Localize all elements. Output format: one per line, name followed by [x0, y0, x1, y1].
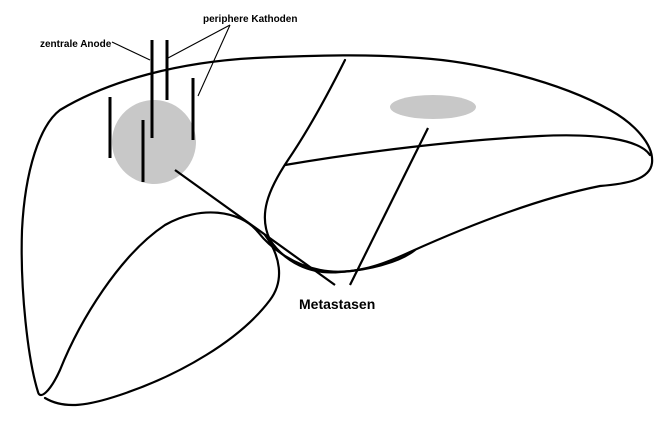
liver-outline	[20, 54, 654, 397]
metastasis-right	[390, 95, 476, 119]
left-lobe-contour	[43, 233, 281, 407]
metastasis-left	[112, 100, 196, 184]
falciform-line	[263, 58, 417, 274]
leader-metastasis-right	[349, 127, 429, 286]
label-peripheral-cathodes: periphere Kathoden	[203, 14, 297, 25]
leader-metastasis-left	[174, 169, 336, 286]
label-metastases: Metastasen	[299, 296, 375, 312]
leader-cathode-b	[197, 24, 231, 97]
leader-cathode-a	[167, 24, 231, 59]
label-central-anode: zentrale Anode	[40, 39, 112, 50]
leader-anode	[111, 41, 151, 61]
hilum-line	[283, 134, 652, 167]
